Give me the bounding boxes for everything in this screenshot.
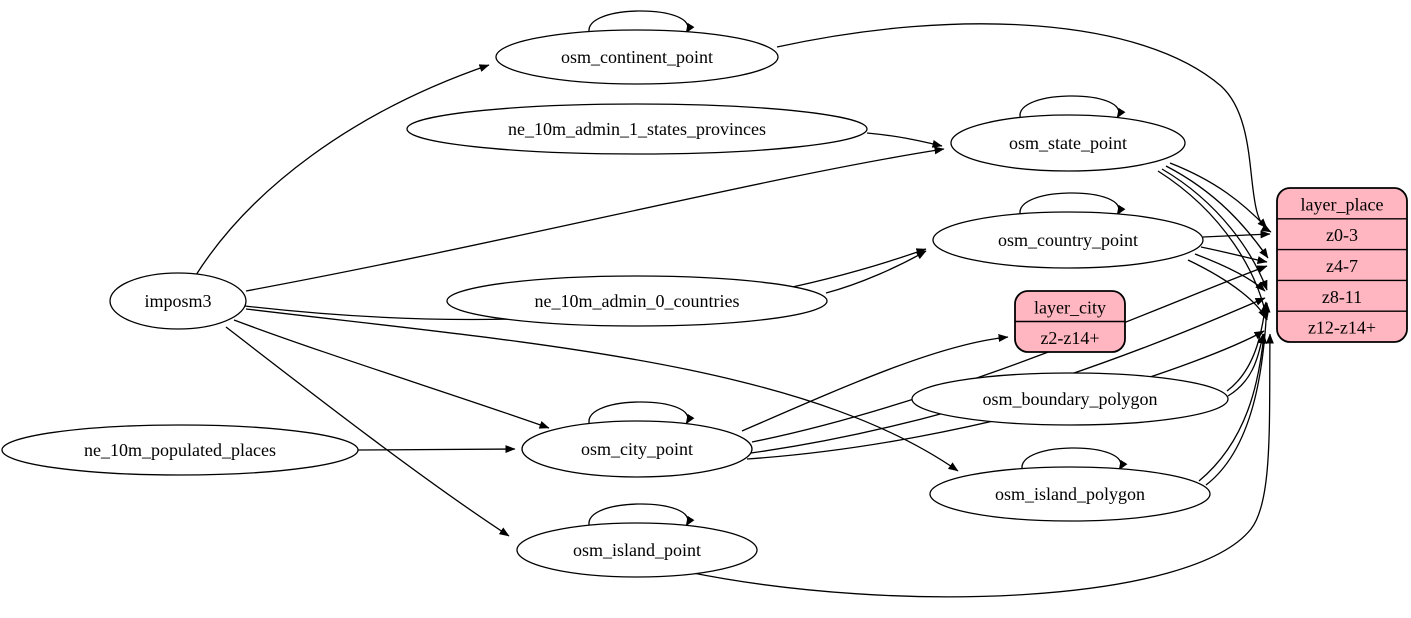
ne_10m_populated_places-ellipse	[1, 424, 359, 476]
osm_boundary_polygon-label: osm_boundary_polygon	[983, 389, 1158, 409]
edge-osm_city_point-to-layer_city-z2-z14+	[741, 333, 1009, 432]
layer_place-row-z0-3: z0-3	[1326, 225, 1358, 245]
table-node-ne_10m_populated_places: ne_10m_populated_places	[1, 424, 359, 476]
edge-imposm3-to-osm_island_point	[225, 326, 510, 537]
table-node-ne_10m_admin_0_countries: ne_10m_admin_0_countries	[446, 275, 828, 327]
osm_state_point-ellipse	[950, 114, 1186, 172]
edge-osm_boundary_polygon-to-layer_place-z12-z14+	[1227, 333, 1266, 397]
edge-osm_country_point-to-layer_place-z12-z14+	[1187, 259, 1267, 320]
edge-imposm3-to-osm_state_point	[245, 146, 945, 292]
record-node-layer_place: layer_place z0-3 z4-7 z8-11 z12-z14+	[1276, 187, 1408, 343]
osm_island_polygon-ellipse	[929, 466, 1211, 522]
layer_place-row-z12-z14+: z12-z14+	[1308, 318, 1376, 338]
edge-osm_continent_point-to-osm_continent_point	[588, 10, 695, 38]
layer_city-row-z2-z14+: z2-z14+	[1040, 328, 1099, 348]
edge-osm_state_point-to-osm_state_point	[1019, 95, 1126, 123]
table-node-osm_island_point: osm_island_point	[516, 522, 758, 578]
edge-osm_country_point-to-osm_country_point	[1019, 192, 1126, 220]
table-node-ne_10m_admin_1_states_provinces: ne_10m_admin_1_states_provinces	[406, 103, 868, 155]
layer_place-box	[1276, 187, 1408, 343]
osm_country_point-label: osm_country_point	[998, 230, 1138, 250]
edge-osm_state_point-to-layer_place-z4-7	[1165, 165, 1269, 259]
osm_island_point-ellipse	[516, 522, 758, 578]
edge-imposm3-to-osm_continent_point	[195, 64, 490, 276]
records-layer: layer_city z2-z14+ layer_place z0-3 z4-7 z8-1…	[1014, 187, 1408, 353]
osm_island_polygon-label: osm_island_polygon	[995, 484, 1145, 504]
edge-imposm3-to-osm_island_polygon	[245, 308, 959, 472]
osm_boundary_polygon-ellipse	[911, 372, 1229, 426]
edge-osm_continent_point-to-layer_place-z0-3	[776, 23, 1272, 233]
edge-osm_country_point-to-layer_place-z0-3	[1202, 230, 1271, 239]
table-node-osm_city_point: osm_city_point	[521, 420, 753, 478]
edge-ne_10m_populated_places-to-osm_city_point	[357, 445, 516, 454]
osm_island_point-label: osm_island_point	[573, 540, 701, 560]
osm_city_point-label: osm_city_point	[581, 439, 693, 459]
ne_10m_populated_places-label: ne_10m_populated_places	[84, 440, 276, 460]
layer_place-header: layer_place	[1301, 194, 1384, 214]
imposm3-ellipse	[109, 272, 247, 330]
edge-ne_10m_admin_0_countries-to-osm_country_point	[825, 250, 927, 294]
osm_continent_point-label: osm_continent_point	[561, 47, 713, 67]
edge-osm_country_point-to-layer_place-z8-11	[1194, 253, 1266, 292]
edge-osm_boundary_polygon-to-layer_place-z8-11	[1226, 301, 1269, 392]
osm_country_point-ellipse	[932, 211, 1204, 269]
ne_10m_admin_0_countries-ellipse	[446, 275, 828, 327]
ne_10m_admin_0_countries-label: ne_10m_admin_0_countries	[535, 291, 740, 311]
osm_continent_point-ellipse	[495, 29, 779, 85]
edge-osm_island_polygon-to-layer_place-z8-11	[1205, 302, 1271, 486]
ne_10m_admin_1_states_provinces-label: ne_10m_admin_1_states_provinces	[508, 119, 766, 139]
importer-node-imposm3: imposm3	[109, 272, 247, 330]
table-node-osm_boundary_polygon: osm_boundary_polygon	[911, 372, 1229, 426]
osm_city_point-ellipse	[521, 420, 753, 478]
record-node-layer_city: layer_city z2-z14+	[1014, 290, 1126, 353]
table-node-osm_state_point: osm_state_point	[950, 114, 1186, 172]
edge-imposm3-to-osm_city_point	[233, 319, 550, 429]
edge-osm_island_polygon-to-osm_island_polygon	[1021, 447, 1128, 475]
ne_10m_admin_1_states_provinces-ellipse	[406, 103, 868, 155]
edge-osm_island_point-to-osm_island_point	[588, 503, 695, 531]
edge-osm_country_point-to-layer_place-z4-7	[1200, 246, 1268, 264]
table-node-osm_country_point: osm_country_point	[932, 211, 1204, 269]
nodes-layer: imposm3 osm_continent_point ne_10m_admin_1…	[1, 29, 1229, 578]
layer_city-header: layer_city	[1034, 297, 1106, 317]
table-node-osm_island_polygon: osm_island_polygon	[929, 466, 1211, 522]
edge-ne_10m_admin_1_states_provinces-to-osm_state_point	[866, 132, 943, 148]
edge-osm_state_point-to-layer_place-z0-3	[1169, 162, 1268, 229]
osm_state_point-label: osm_state_point	[1009, 133, 1127, 153]
edge-osm_city_point-to-osm_city_point	[588, 401, 695, 429]
edge-osm_island_point-to-layer_place-z12-z14+	[687, 333, 1274, 598]
edges-layer	[195, 10, 1274, 598]
imposm3-label: imposm3	[144, 291, 211, 311]
table-node-osm_continent_point: osm_continent_point	[495, 29, 779, 85]
layer_place-row-z8-11: z8-11	[1322, 287, 1362, 307]
edge-osm_state_point-to-layer_place-z8-11	[1161, 168, 1268, 291]
layer_place-row-z4-7: z4-7	[1326, 256, 1358, 276]
edge-osm_island_polygon-to-layer_place-z12-z14+	[1198, 333, 1268, 482]
